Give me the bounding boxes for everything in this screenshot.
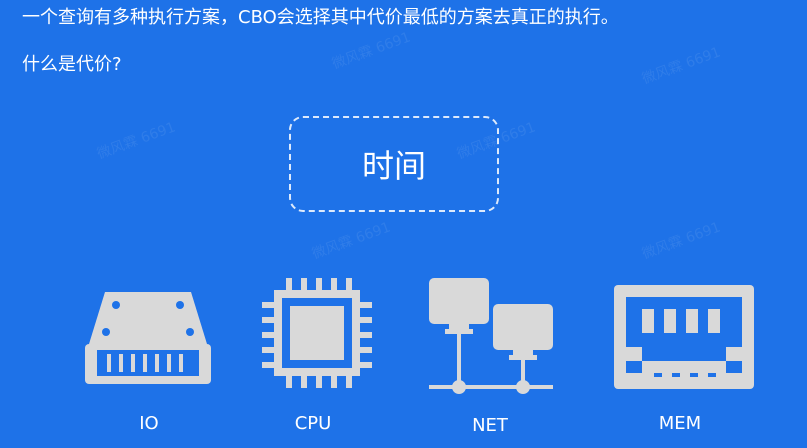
watermark: 微风霖 6691 [640,44,723,88]
time-cost-box: 时间 [289,116,499,212]
network-icon [427,278,555,394]
watermark: 微风霖 6691 [95,119,178,163]
watermark: 微风霖 6691 [640,219,723,263]
watermark: 微风霖 6691 [330,29,413,73]
mem-label: MEM [658,413,702,434]
cpu-chip-icon [260,276,374,390]
io-label: IO [139,413,159,434]
cpu-label: CPU [294,413,332,434]
memory-module-icon [614,285,754,389]
intro-line-2: 什么是代价? [22,54,122,75]
intro-line-1: 一个查询有多种执行方案，CBO会选择其中代价最低的方案去真正的执行。 [22,7,619,28]
time-cost-label: 时间 [361,147,426,185]
watermark: 微风霖 6691 [310,219,393,263]
net-label: NET [472,415,508,436]
disk-drive-icon [83,288,213,386]
